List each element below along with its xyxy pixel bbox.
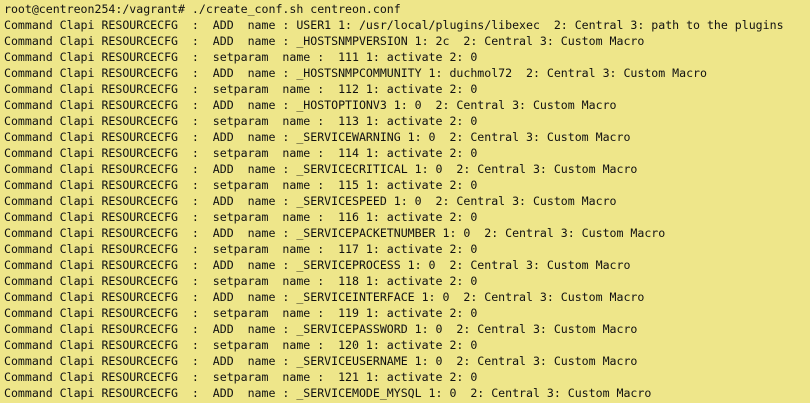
output-line: Command Clapi RESOURCECFG : setparam nam… — [4, 306, 478, 320]
output-line: Command Clapi RESOURCECFG : ADD name : _… — [4, 354, 638, 368]
output-line: Command Clapi RESOURCECFG : ADD name : _… — [4, 34, 645, 48]
output-line: Command Clapi RESOURCECFG : ADD name : _… — [4, 130, 631, 144]
output-line: Command Clapi RESOURCECFG : setparam nam… — [4, 178, 478, 192]
output-line: Command Clapi RESOURCECFG : ADD name : _… — [4, 98, 617, 112]
output-line: Command Clapi RESOURCECFG : ADD name : _… — [4, 322, 638, 336]
command-prompt-line: root@centreon254:/vagrant# ./create_conf… — [4, 2, 401, 16]
output-line: Command Clapi RESOURCECFG : setparam nam… — [4, 82, 478, 96]
output-line: Command Clapi RESOURCECFG : ADD name : U… — [4, 18, 784, 32]
output-line: Command Clapi RESOURCECFG : setparam nam… — [4, 370, 478, 384]
output-line: Command Clapi RESOURCECFG : ADD name : _… — [4, 66, 707, 80]
output-line: Command Clapi RESOURCECFG : ADD name : _… — [4, 226, 666, 240]
output-line: Command Clapi RESOURCECFG : setparam nam… — [4, 274, 478, 288]
output-line: Command Clapi RESOURCECFG : ADD name : _… — [4, 258, 631, 272]
output-line: Command Clapi RESOURCECFG : setparam nam… — [4, 242, 478, 256]
output-line: Command Clapi RESOURCECFG : ADD name : _… — [4, 386, 652, 400]
output-line: Command Clapi RESOURCECFG : ADD name : _… — [4, 194, 617, 208]
output-line: Command Clapi RESOURCECFG : setparam nam… — [4, 114, 478, 128]
output-line: Command Clapi RESOURCECFG : ADD name : _… — [4, 290, 645, 304]
output-line: Command Clapi RESOURCECFG : ADD name : _… — [4, 162, 638, 176]
output-line: Command Clapi RESOURCECFG : setparam nam… — [4, 338, 478, 352]
output-line: Command Clapi RESOURCECFG : setparam nam… — [4, 50, 478, 64]
output-line: Command Clapi RESOURCECFG : setparam nam… — [4, 146, 478, 160]
output-line: Command Clapi RESOURCECFG : setparam nam… — [4, 210, 478, 224]
